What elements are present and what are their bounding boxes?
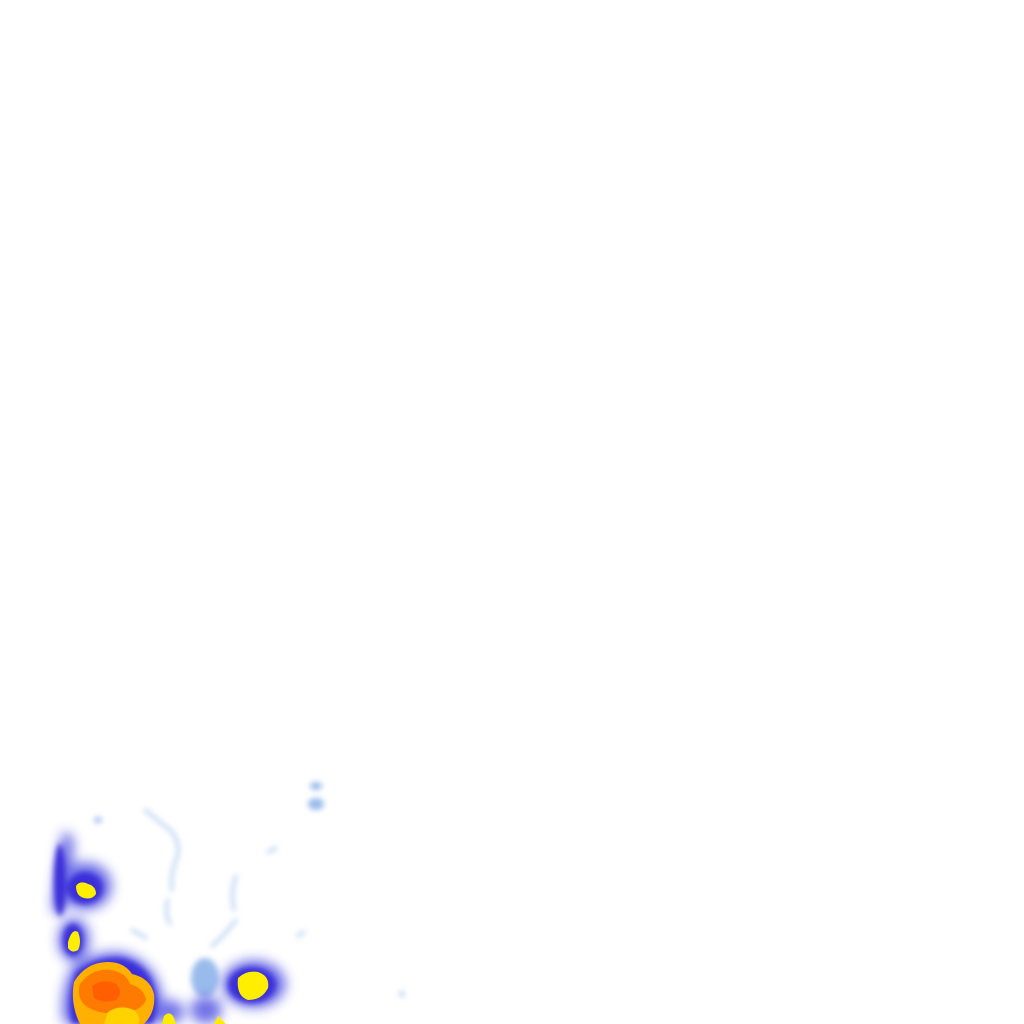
precip-trace-band [130,808,306,948]
precip-heavy-core-orange [72,962,155,1024]
precip-heavy-core-yellow [68,882,269,1024]
precip-trace-cells [94,782,404,998]
